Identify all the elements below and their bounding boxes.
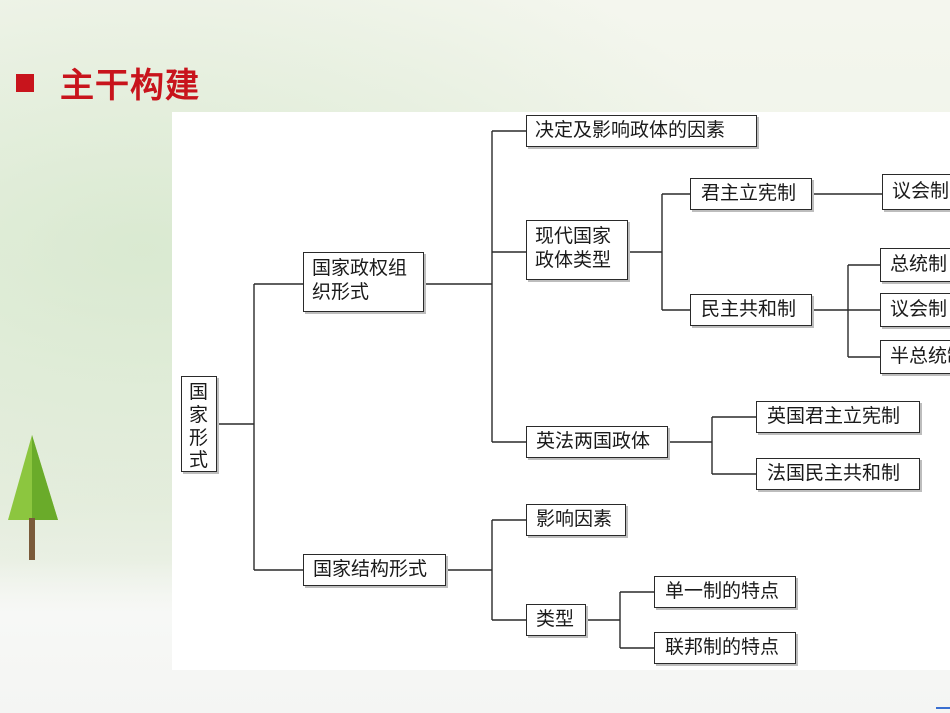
node-modern-types: 现代国家政体类型 — [526, 220, 628, 280]
square-bullet-icon — [16, 73, 34, 92]
node-fr: 法国民主共和制 — [756, 458, 920, 490]
corner-link-mark — [936, 707, 950, 709]
node-structure-form: 国家结构形式 — [303, 554, 446, 586]
node-root: 国家形式 — [181, 376, 217, 472]
node-const-monarchy: 君主立宪制 — [690, 178, 812, 210]
connector-lines — [217, 130, 882, 649]
diagram-panel: 国家形式 国家政权组织形式 国家结构形式 决定及影响政体的因素 现代国家政体类型… — [172, 112, 950, 670]
node-unitary: 单一制的特点 — [654, 576, 796, 608]
page-title: 主干构建 — [60, 66, 200, 106]
node-org-form: 国家政权组织形式 — [303, 252, 424, 312]
tree-decoration — [8, 435, 58, 560]
node-uk-fr: 英法两国政体 — [526, 426, 668, 458]
node-uk: 英国君主立宪制 — [756, 401, 920, 433]
node-parliament-2: 议会制 — [880, 293, 950, 327]
node-semi-presidential: 半总统制 — [880, 340, 950, 374]
node-struct-factors: 影响因素 — [526, 504, 626, 536]
node-presidential: 总统制 — [880, 248, 950, 282]
node-republic: 民主共和制 — [690, 294, 812, 326]
node-struct-types: 类型 — [526, 604, 586, 636]
section-header: 主干构建 — [16, 58, 200, 107]
node-federal: 联邦制的特点 — [654, 632, 796, 664]
node-parliament-1: 议会制 — [882, 174, 950, 210]
node-factors: 决定及影响政体的因素 — [526, 115, 757, 147]
